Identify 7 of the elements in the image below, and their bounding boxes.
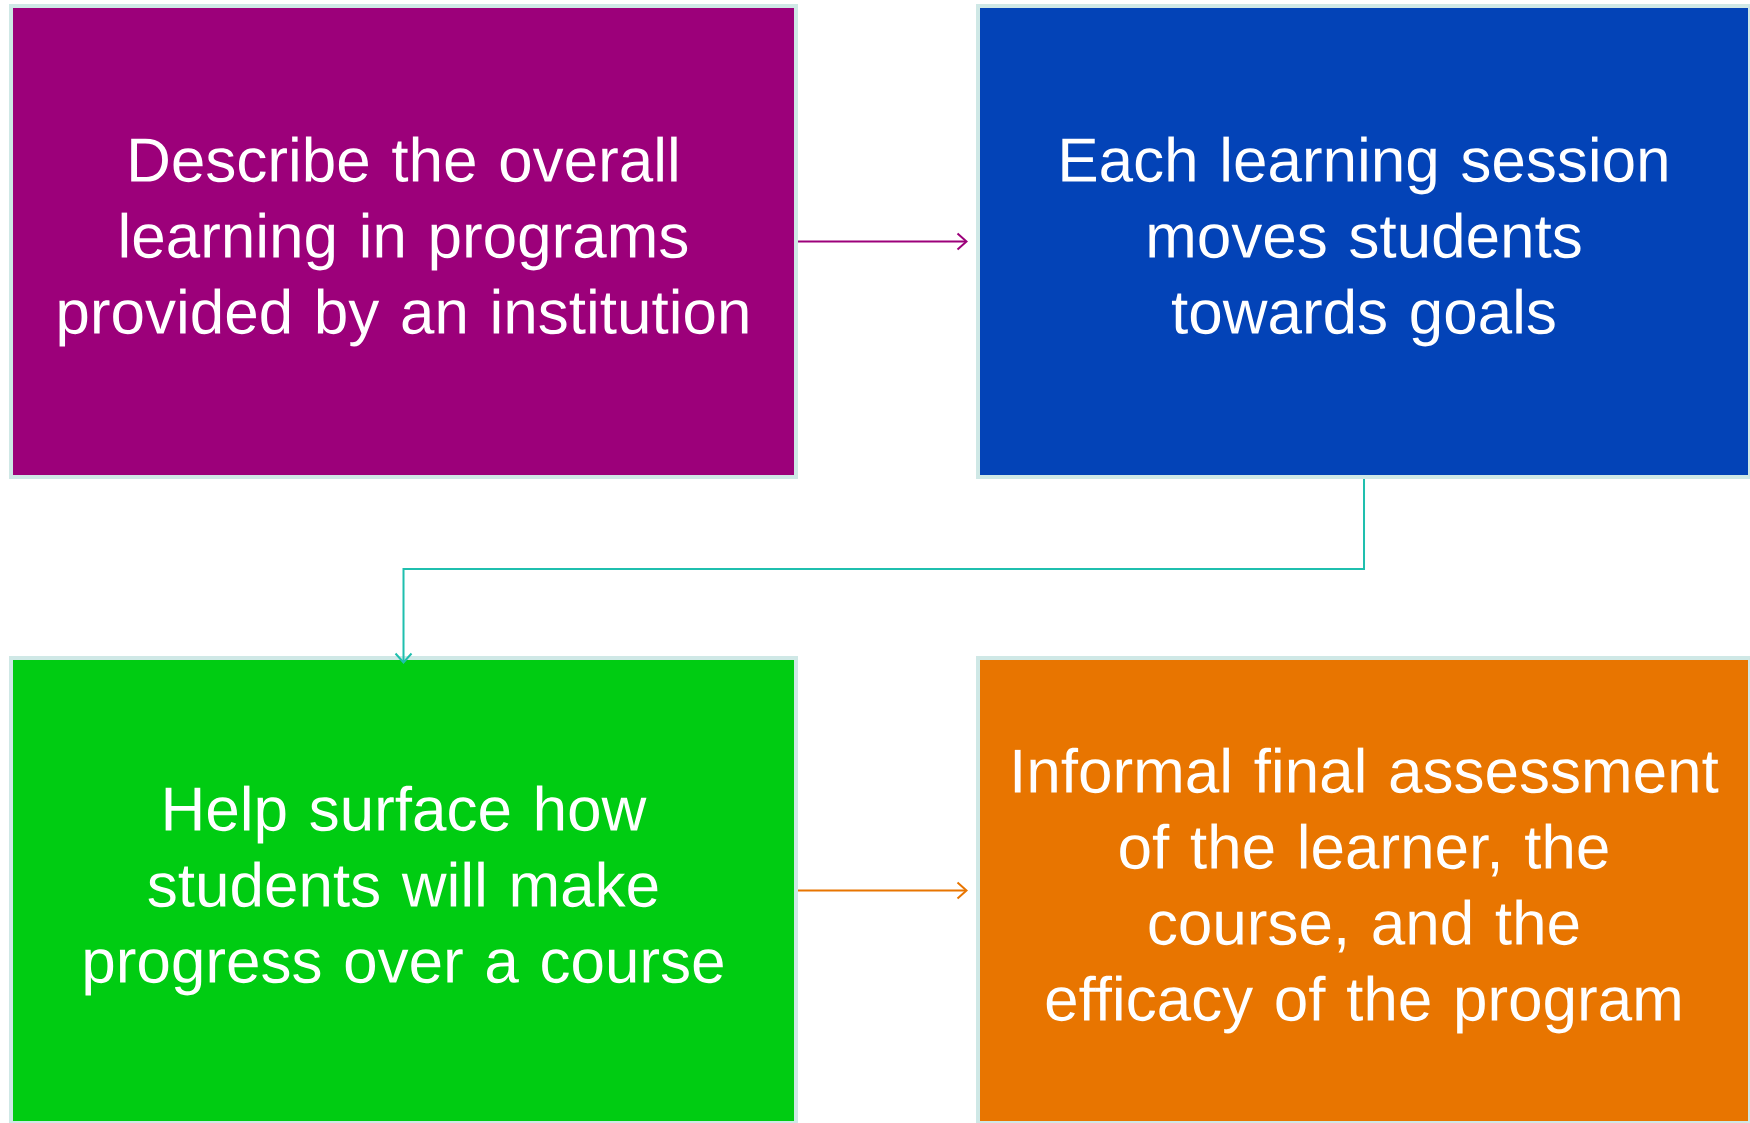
process-box: Describe the overall learning in programs provided by an institution [9,4,798,479]
process-box: Each learning session moves students towards goals [976,4,1750,479]
process-box: Informal final assessment of the learner, the course, and the efficacy of the program [976,656,1750,1123]
arrow [797,881,968,900]
arrow [394,478,1365,664]
process-box: Help surface how students will make progress over a course [9,656,798,1123]
arrow [797,232,968,251]
